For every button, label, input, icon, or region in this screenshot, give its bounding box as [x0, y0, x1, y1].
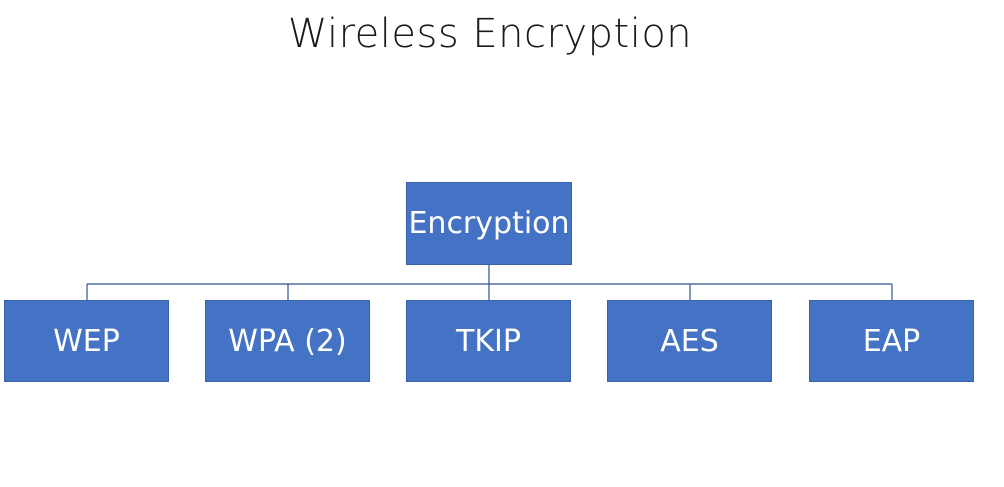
node-wpa2-label: WPA (2) — [228, 323, 347, 359]
node-wpa2: WPA (2) — [205, 300, 370, 382]
node-wep-label: WEP — [53, 323, 120, 359]
node-wep: WEP — [4, 300, 169, 382]
node-encryption-label: Encryption — [408, 206, 570, 241]
node-aes: AES — [607, 300, 772, 382]
node-encryption: Encryption — [406, 182, 572, 265]
node-tkip-label: TKIP — [456, 323, 521, 359]
node-aes-label: AES — [660, 323, 719, 359]
slide-title: Wireless Encryption — [287, 11, 693, 57]
node-tkip: TKIP — [406, 300, 571, 382]
node-eap-label: EAP — [862, 323, 921, 359]
node-eap: EAP — [809, 300, 974, 382]
